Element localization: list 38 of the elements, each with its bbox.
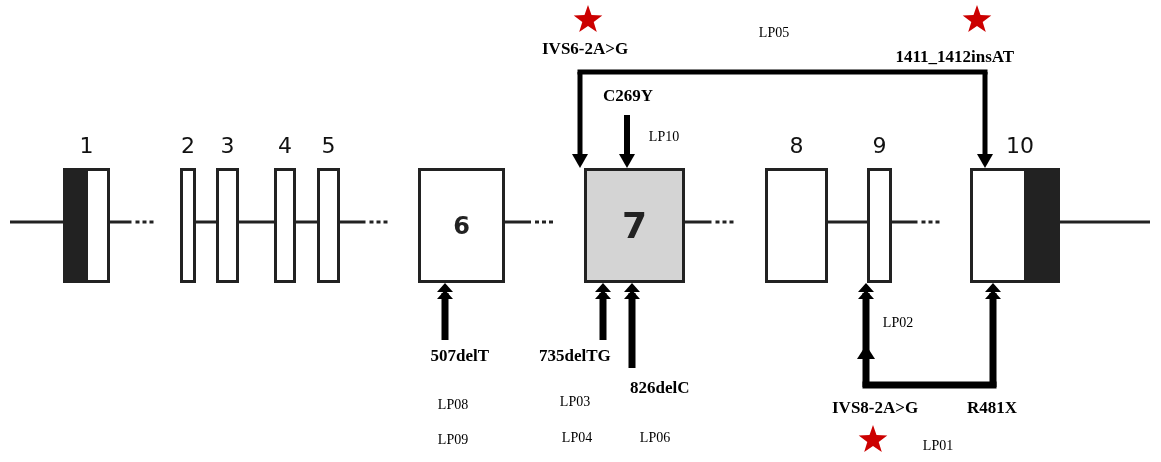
mutation-arrow	[977, 72, 993, 168]
exon-box	[584, 168, 685, 283]
exon-number: 4	[278, 133, 292, 159]
sample-label: LP03	[559, 394, 591, 410]
sample-label: LP10	[648, 129, 680, 145]
exon-number: 2	[181, 133, 195, 159]
mutation-label: 507delT	[430, 340, 490, 366]
exon-number: 7	[620, 207, 649, 244]
mutation-label: 1411_1412insAT	[895, 47, 1015, 72]
exon-number: 9	[872, 133, 887, 159]
connector-line	[862, 381, 997, 389]
mutation-label: IVS8-2A>G	[832, 387, 919, 418]
connector-line	[577, 69, 988, 75]
exon-box	[418, 168, 505, 283]
exon-number: 1	[79, 133, 94, 159]
exon-number: 3	[220, 133, 235, 159]
sample-label: LP06	[639, 430, 671, 446]
sample-label: LP09	[437, 432, 469, 448]
exon-number: 8	[789, 133, 804, 159]
exon-number: 6	[452, 213, 471, 238]
intron-line	[196, 220, 216, 224]
mutation-label: 826delC	[630, 368, 690, 398]
sample-label: LP01	[922, 438, 954, 454]
mutation-label: 735delTG	[539, 340, 611, 366]
mutation-arrow	[572, 72, 588, 168]
intron-line	[239, 220, 274, 224]
sample-label: LP08	[437, 397, 469, 413]
mutation-label: IVS6-2A>G	[542, 39, 629, 72]
sample-label: LP05	[758, 25, 790, 41]
intron-line	[828, 220, 867, 224]
exon-number: 10	[1006, 133, 1034, 159]
sample-label: LP02	[882, 315, 914, 331]
intron-line	[296, 220, 317, 224]
mutation-label: C269Y	[603, 86, 654, 115]
mutation-arrow	[619, 115, 635, 168]
exon-number: 5	[321, 133, 336, 159]
mutation-label: R481X	[967, 387, 1018, 418]
sample-label: LP04	[561, 430, 593, 446]
